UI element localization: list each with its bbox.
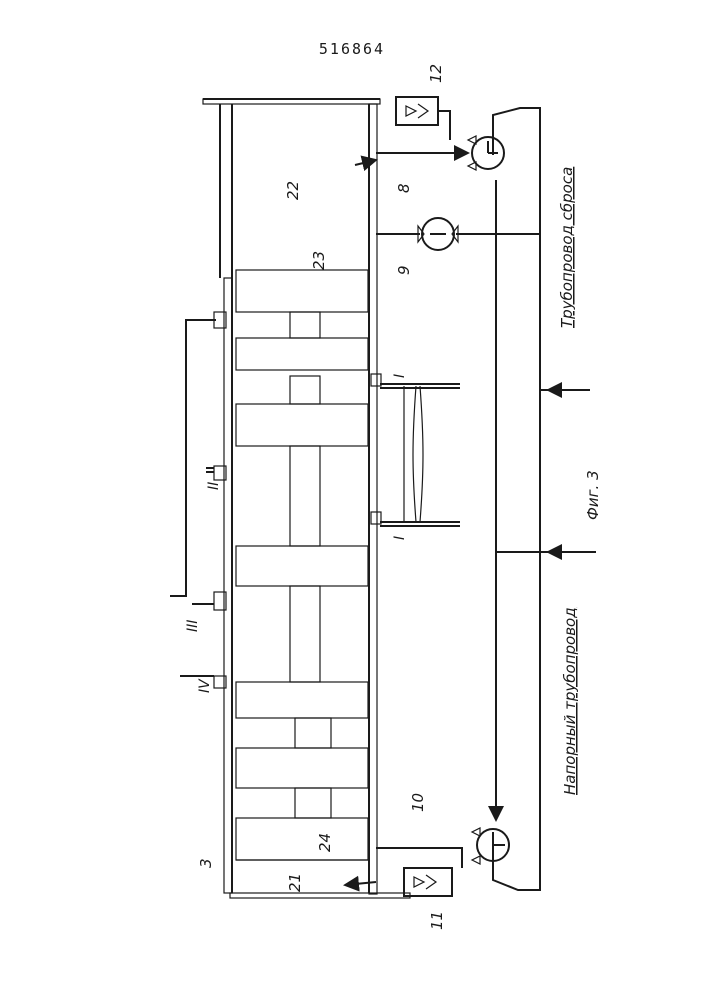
pump-top [468,136,504,170]
discharge-pipeline-label: Трубопровод сброса [558,167,576,328]
label-I-top: I [392,374,408,378]
label-III: III [185,620,201,632]
ejector-12 [396,97,450,140]
figure-caption: Фиг. 3 [584,470,602,520]
housing [203,99,410,898]
label-3: 3 [197,858,215,868]
label-12: 12 [427,64,445,83]
line-I [371,374,460,526]
pump-bottom [472,828,509,864]
rotor-stages [236,270,368,860]
document-number: 516864 [319,40,385,58]
label-23: 23 [310,251,328,270]
label-II: II [206,482,222,490]
ejector-11 [404,868,452,896]
label-10: 10 [409,793,427,812]
pressure-pipeline-label: Напорный трубопровод [561,607,579,795]
label-9: 9 [395,265,413,275]
label-21: 21 [286,873,304,892]
label-24: 24 [316,833,334,852]
label-8: 8 [395,183,413,193]
label-11: 11 [428,911,446,930]
pump-9 [418,218,458,250]
label-22: 22 [284,181,302,200]
label-I-bottom: I [392,536,408,540]
label-IV: IV [197,678,213,693]
